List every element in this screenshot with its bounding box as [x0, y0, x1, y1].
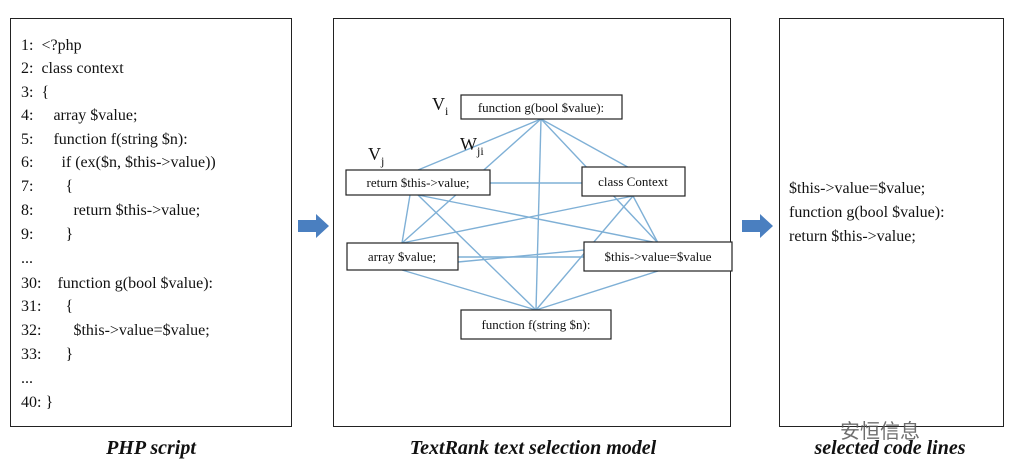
textrank-caption: TextRank text selection model [409, 437, 657, 459]
code-line: 32: $this->value=$value; [21, 322, 210, 339]
code-line: 8: return $this->value; [21, 202, 201, 219]
code-line: 40: } [21, 394, 54, 411]
textrank-model-panel [333, 18, 731, 427]
code-line: 5: function f(string $n): [21, 131, 188, 148]
graph-edges [401, 118, 659, 311]
code-line: 4: array $value; [21, 107, 138, 124]
node-class-context-label: class Context [598, 174, 668, 189]
node-function-f: function f(string $n): [460, 309, 612, 340]
code-line: 1: <?php [21, 37, 82, 54]
node-array-label: array $value; [368, 249, 436, 264]
node-assign: $this->value=$value [583, 241, 733, 272]
graph-edge [540, 118, 634, 171]
node-function-f-label: function f(string $n): [481, 317, 590, 332]
graph-edge [417, 118, 542, 171]
code-line: 7: { [21, 178, 74, 195]
label-wji: Wji [460, 134, 484, 158]
graph-edge [632, 195, 659, 244]
php-script-panel [10, 18, 292, 427]
selected-lines-panel [779, 18, 1004, 427]
graph-edge [417, 194, 537, 311]
selected-lines-caption: selected code lines [814, 437, 966, 459]
node-return: return $this->value; [345, 169, 491, 196]
arrow-right-icon [742, 214, 773, 238]
node-assign-label: $this->value=$value [604, 249, 711, 264]
graph-edge [417, 194, 659, 244]
code-line: 31: { [21, 298, 74, 315]
node-return-label: return $this->value; [367, 175, 470, 190]
code-line: ... [21, 250, 33, 267]
selected-code-line: $this->value=$value; [789, 180, 926, 197]
code-line: 33: } [21, 346, 74, 363]
watermark-logo: 安恒信息 [840, 419, 920, 443]
selected-code-line: return $this->value; [789, 228, 916, 245]
arrow-right-icon [298, 214, 329, 238]
label-vi: Vi [432, 94, 449, 118]
selected-code-line: function g(bool $value): [789, 204, 945, 221]
code-line: 2: class context [21, 60, 124, 77]
graph-edge [401, 269, 537, 311]
graph-edge [535, 118, 542, 311]
node-array: array $value; [346, 242, 459, 271]
code-line: ... [21, 370, 33, 387]
graph-edge [401, 195, 634, 244]
code-line: 30: function g(bool $value): [21, 275, 213, 292]
code-line: 3: { [21, 84, 50, 101]
php-script-caption: PHP script [106, 437, 196, 459]
graph-edge [535, 270, 659, 311]
label-vj: Vj [368, 144, 384, 168]
code-line: 6: if (ex($n, $this->value)) [21, 154, 216, 171]
graph-edge [401, 194, 411, 244]
node-function-g-label: function g(bool $value): [478, 100, 604, 115]
node-function-g: function g(bool $value): [460, 94, 623, 120]
node-class-context: class Context [581, 166, 686, 197]
code-line: 9: } [21, 226, 74, 243]
